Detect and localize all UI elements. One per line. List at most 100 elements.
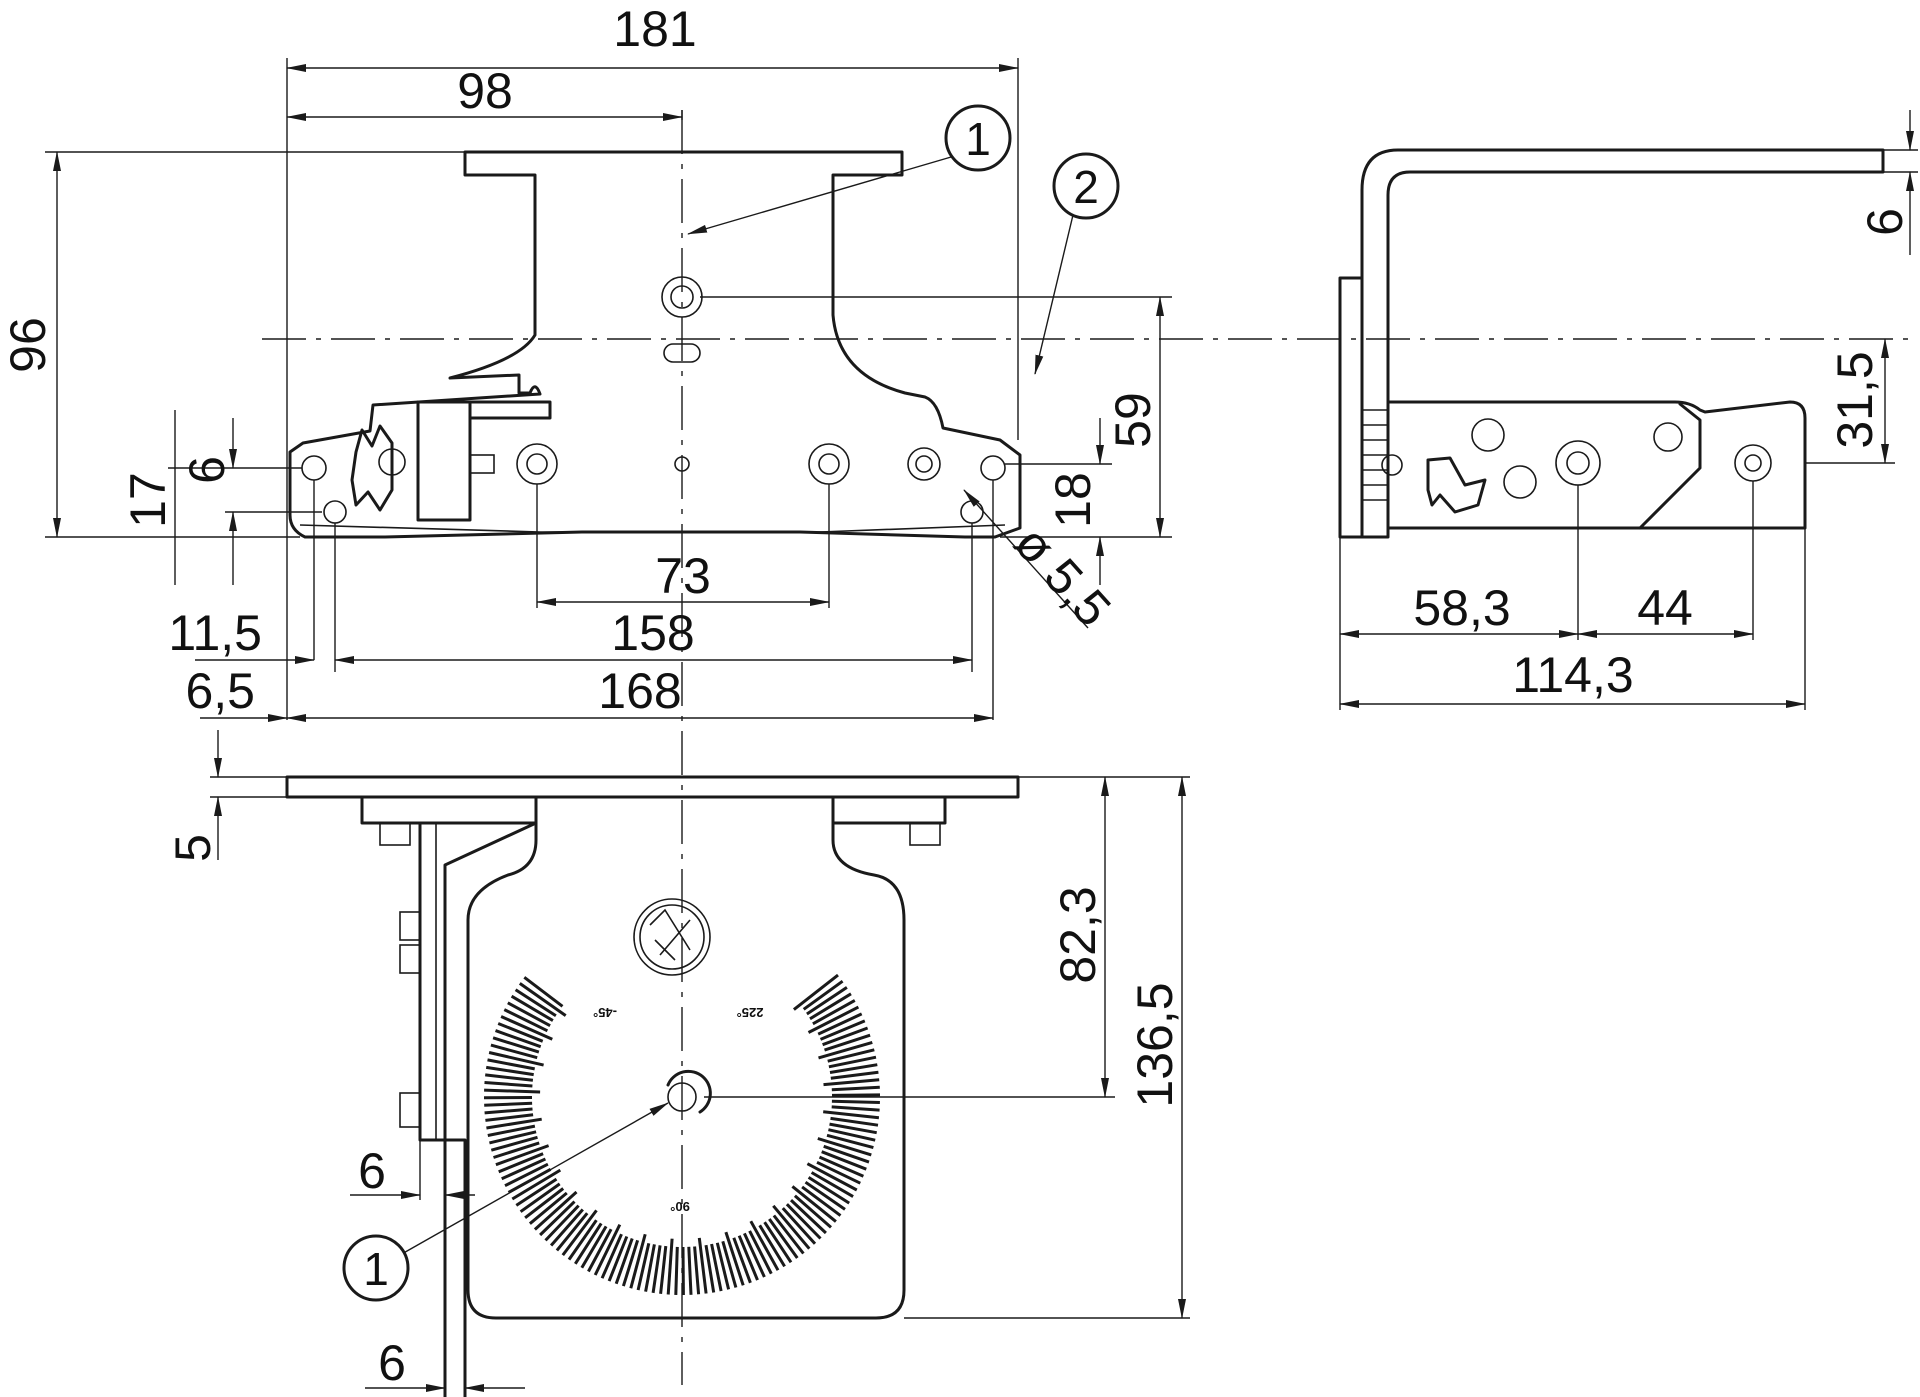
- scale-tick: [830, 1116, 879, 1127]
- dim-98: 98: [457, 63, 513, 119]
- dim-73: 73: [655, 548, 711, 604]
- scale-tick: [818, 1040, 873, 1060]
- front-view: -45° 225° 90° 5 82,3 136,5 6 6 1: [165, 730, 1190, 1397]
- dim-hole-diameter: ø 5,5: [1004, 515, 1122, 637]
- scale-tick: [515, 1177, 558, 1207]
- scale-tick: [793, 1194, 832, 1229]
- clamp-block: [416, 400, 472, 522]
- scale-tick: [629, 1233, 647, 1289]
- dim-6-front-a: 6: [358, 1143, 386, 1199]
- scale-tick: [785, 1203, 822, 1240]
- scale-tick: [807, 1176, 851, 1205]
- scale-tick: [495, 1144, 550, 1167]
- scale-tick: [721, 1240, 738, 1288]
- svg-text:2: 2: [1073, 161, 1099, 213]
- scale-tick: [791, 1185, 837, 1223]
- side-screw-1: [1471, 418, 1505, 452]
- dim-6-front-b: 6: [378, 1335, 406, 1391]
- scale-tick: [748, 1230, 773, 1275]
- side-hole-1: [1653, 422, 1683, 452]
- scale-tick: [511, 1168, 562, 1201]
- scale-tick: [810, 1171, 854, 1198]
- side-nut-3: [399, 1092, 421, 1128]
- hole-73-left: [516, 443, 558, 485]
- top-view-holes: [301, 276, 1006, 524]
- scale-tick: [484, 1107, 533, 1115]
- scale-tick: [822, 1026, 869, 1047]
- scale-tick: [493, 1141, 540, 1159]
- dim-18: 18: [1045, 472, 1101, 528]
- front-nut-left: [379, 822, 411, 846]
- scale-tick: [503, 1008, 549, 1033]
- scale-tick: [802, 979, 844, 1011]
- scale-tick: [484, 1101, 533, 1107]
- scale-tick: [490, 1043, 538, 1060]
- scale-tick: [817, 1012, 863, 1036]
- scale-tick: [804, 1180, 846, 1211]
- scale-tick: [749, 1220, 780, 1271]
- scale-tick: [806, 1162, 858, 1192]
- scale-tick: [823, 1078, 880, 1087]
- scale-tick: [830, 1070, 879, 1080]
- scale-tick: [487, 1058, 535, 1071]
- scale-tick: [823, 1144, 870, 1164]
- scale-tick: [607, 1235, 629, 1282]
- scale-tick: [555, 1212, 589, 1252]
- top-plate-outline: [288, 150, 1022, 539]
- scale-tick: [497, 1022, 544, 1043]
- front-right-block: [831, 795, 947, 825]
- scale-tick: [492, 1036, 540, 1054]
- scale-tick: [806, 986, 848, 1016]
- hole-center: [674, 456, 690, 472]
- scale-tick: [514, 988, 557, 1017]
- clamp-pin: [469, 454, 495, 474]
- scale-tick: [549, 1208, 584, 1247]
- scale-tick: [763, 1221, 793, 1264]
- scale-tick: [817, 1137, 872, 1157]
- scale-tick: [829, 1063, 878, 1074]
- dial-center-arc: [666, 1069, 712, 1114]
- scale-tick: [737, 1235, 759, 1281]
- scale-tick: [687, 1246, 693, 1295]
- top-dimension-lines: [53, 64, 1164, 722]
- svg-text:1: 1: [965, 113, 991, 165]
- side-teeth: [1362, 409, 1388, 501]
- dim-11-5: 11,5: [168, 605, 262, 661]
- side-view: 6 31,5 58,3 44 114,3: [1338, 110, 1918, 710]
- front-vertical-strip: [443, 1138, 467, 1397]
- scale-tick: [715, 1242, 731, 1290]
- callout-1-top: [944, 104, 1012, 172]
- dim-82-3: 82,3: [1050, 886, 1106, 983]
- scale-tick: [693, 1246, 701, 1295]
- front-top-plate: [285, 775, 1020, 799]
- scale-tick: [789, 1199, 827, 1235]
- scale-tick: [636, 1242, 651, 1291]
- scale-tick: [768, 1218, 799, 1259]
- clamp-teeth: [350, 424, 394, 512]
- dim-158: 158: [611, 605, 694, 661]
- scale-tick: [494, 1029, 542, 1049]
- callout-1-bottom: [342, 1234, 410, 1302]
- scale-tick: [485, 1073, 534, 1082]
- scale-tick: [824, 1033, 871, 1052]
- hole-158-left: [323, 500, 347, 524]
- scale-tick: [614, 1238, 634, 1285]
- scale-tick: [544, 1204, 580, 1242]
- side-clamp-strip: [1338, 276, 1364, 539]
- scale-tick: [500, 1015, 553, 1041]
- scale-tick: [831, 1105, 880, 1112]
- front-dial-plate: [466, 795, 906, 1320]
- top-extension-lines: [45, 58, 1172, 720]
- scale-tick: [498, 1152, 544, 1174]
- scale-tick: [801, 1185, 842, 1217]
- side-clamp-jaw: [1426, 456, 1487, 514]
- hole-158-right: [960, 500, 984, 524]
- scale-tick: [829, 1122, 877, 1135]
- scale-tick: [486, 1117, 542, 1130]
- scale-tick: [644, 1244, 656, 1292]
- scale-tick: [724, 1231, 745, 1286]
- scale-tick: [621, 1239, 640, 1287]
- scale-tick: [533, 1190, 578, 1231]
- scale-tick: [518, 982, 567, 1017]
- scale-tick: [510, 994, 554, 1022]
